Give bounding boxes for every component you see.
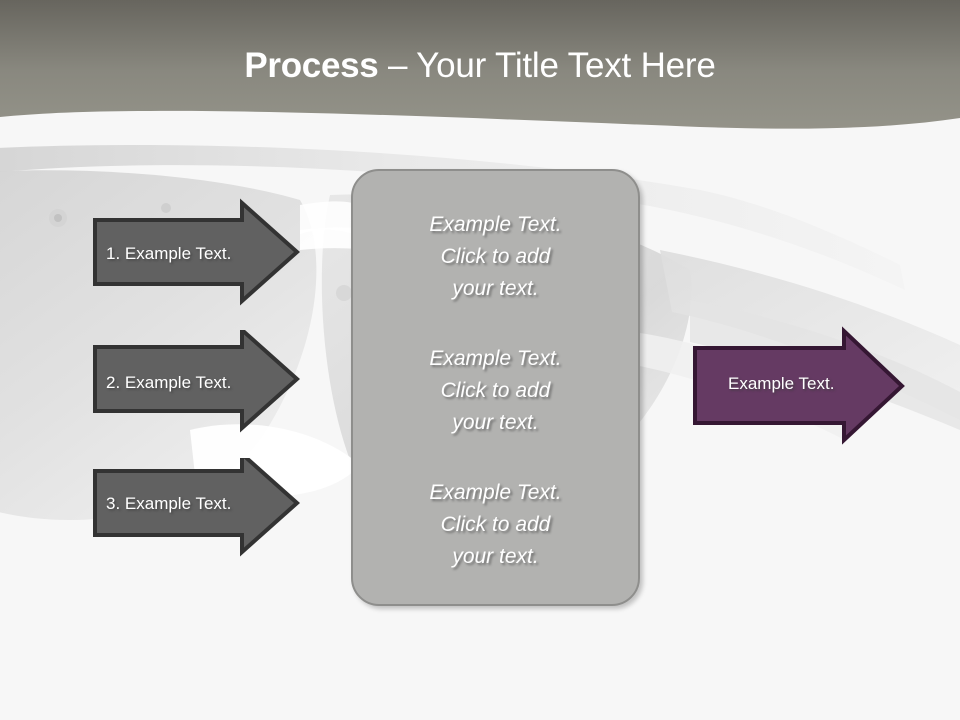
page-title-bold: Process: [244, 46, 379, 85]
center-paragraph-3[interactable]: Example Text. Click to add your text.: [429, 481, 562, 568]
outcome-arrow[interactable]: [692, 325, 908, 445]
center-text-box-content: Example Text. Click to add your text. Ex…: [353, 209, 638, 573]
process-arrow-1[interactable]: [92, 196, 306, 308]
header-band: [0, 0, 960, 129]
page-title: Process – Your Title Text Here: [0, 48, 960, 83]
process-arrow-3[interactable]: [92, 458, 306, 570]
center-text-box[interactable]: Example Text. Click to add your text. Ex…: [351, 169, 640, 606]
center-paragraph-2[interactable]: Example Text. Click to add your text.: [429, 347, 562, 434]
page-title-rest: – Your Title Text Here: [378, 46, 716, 85]
process-arrow-2[interactable]: [92, 330, 306, 442]
center-paragraph-1[interactable]: Example Text. Click to add your text.: [429, 213, 562, 300]
